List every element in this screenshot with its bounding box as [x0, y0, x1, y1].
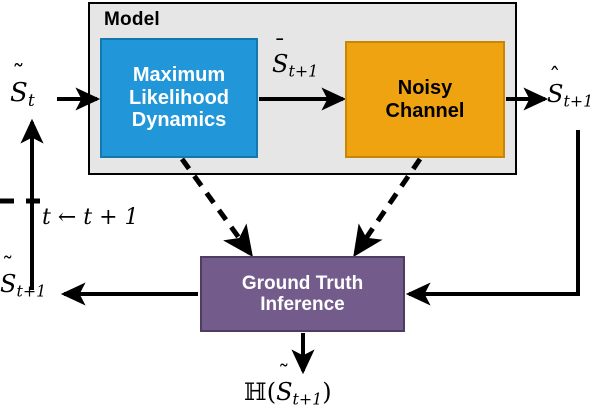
tilde-accent-icon: ˜	[2, 252, 14, 279]
model-group-title: Model	[104, 9, 160, 30]
intermediate-state-subscript: t+1	[288, 61, 319, 81]
block-noisy-channel[interactable]: Noisy Channel	[345, 41, 505, 158]
tilde-accent-icon: ˜	[12, 58, 25, 88]
entropy-state-symbol: ˜S	[276, 360, 293, 406]
edge-output-to-gti	[405, 130, 580, 306]
label-input-state: ˜St	[10, 58, 35, 111]
label-intermediate-state: ¯St+1	[272, 35, 319, 81]
block-maximum-likelihood-dynamics[interactable]: Maximum Likelihood Dynamics	[100, 38, 258, 158]
block-label-ground-truth-inference: Ground Truth Inference	[241, 272, 364, 315]
input-state-symbol: ˜S	[10, 58, 28, 108]
block-label-maximum-likelihood-dynamics: Maximum Likelihood Dynamics	[129, 64, 229, 132]
label-feedback-state: ˜St+1	[0, 252, 47, 301]
output-state-subscript: t+1	[563, 91, 594, 111]
intermediate-state-symbol: ¯S	[272, 35, 289, 78]
block-label-noisy-channel: Noisy Channel	[385, 77, 465, 122]
tilde-accent-icon: ˜	[278, 360, 290, 387]
entropy-state-subscript: t+1	[292, 389, 323, 409]
entropy-operator-symbol: ℍ	[244, 378, 267, 406]
edge-mld-to-gti-dashed	[179, 157, 253, 258]
input-state-subscript: t	[27, 90, 35, 111]
label-entropy-output: ℍ(˜St+1)	[244, 360, 332, 409]
edge-noisy-to-gti-dashed	[353, 157, 423, 258]
feedback-state-symbol: ˜S	[0, 252, 17, 298]
feedback-state-subscript: t+1	[16, 281, 47, 301]
bar-accent-icon: ¯	[274, 35, 286, 62]
hat-accent-icon: ˆ	[549, 63, 561, 90]
label-time-update: t ← t + 1	[42, 205, 139, 230]
block-ground-truth-inference[interactable]: Ground Truth Inference	[200, 256, 405, 332]
